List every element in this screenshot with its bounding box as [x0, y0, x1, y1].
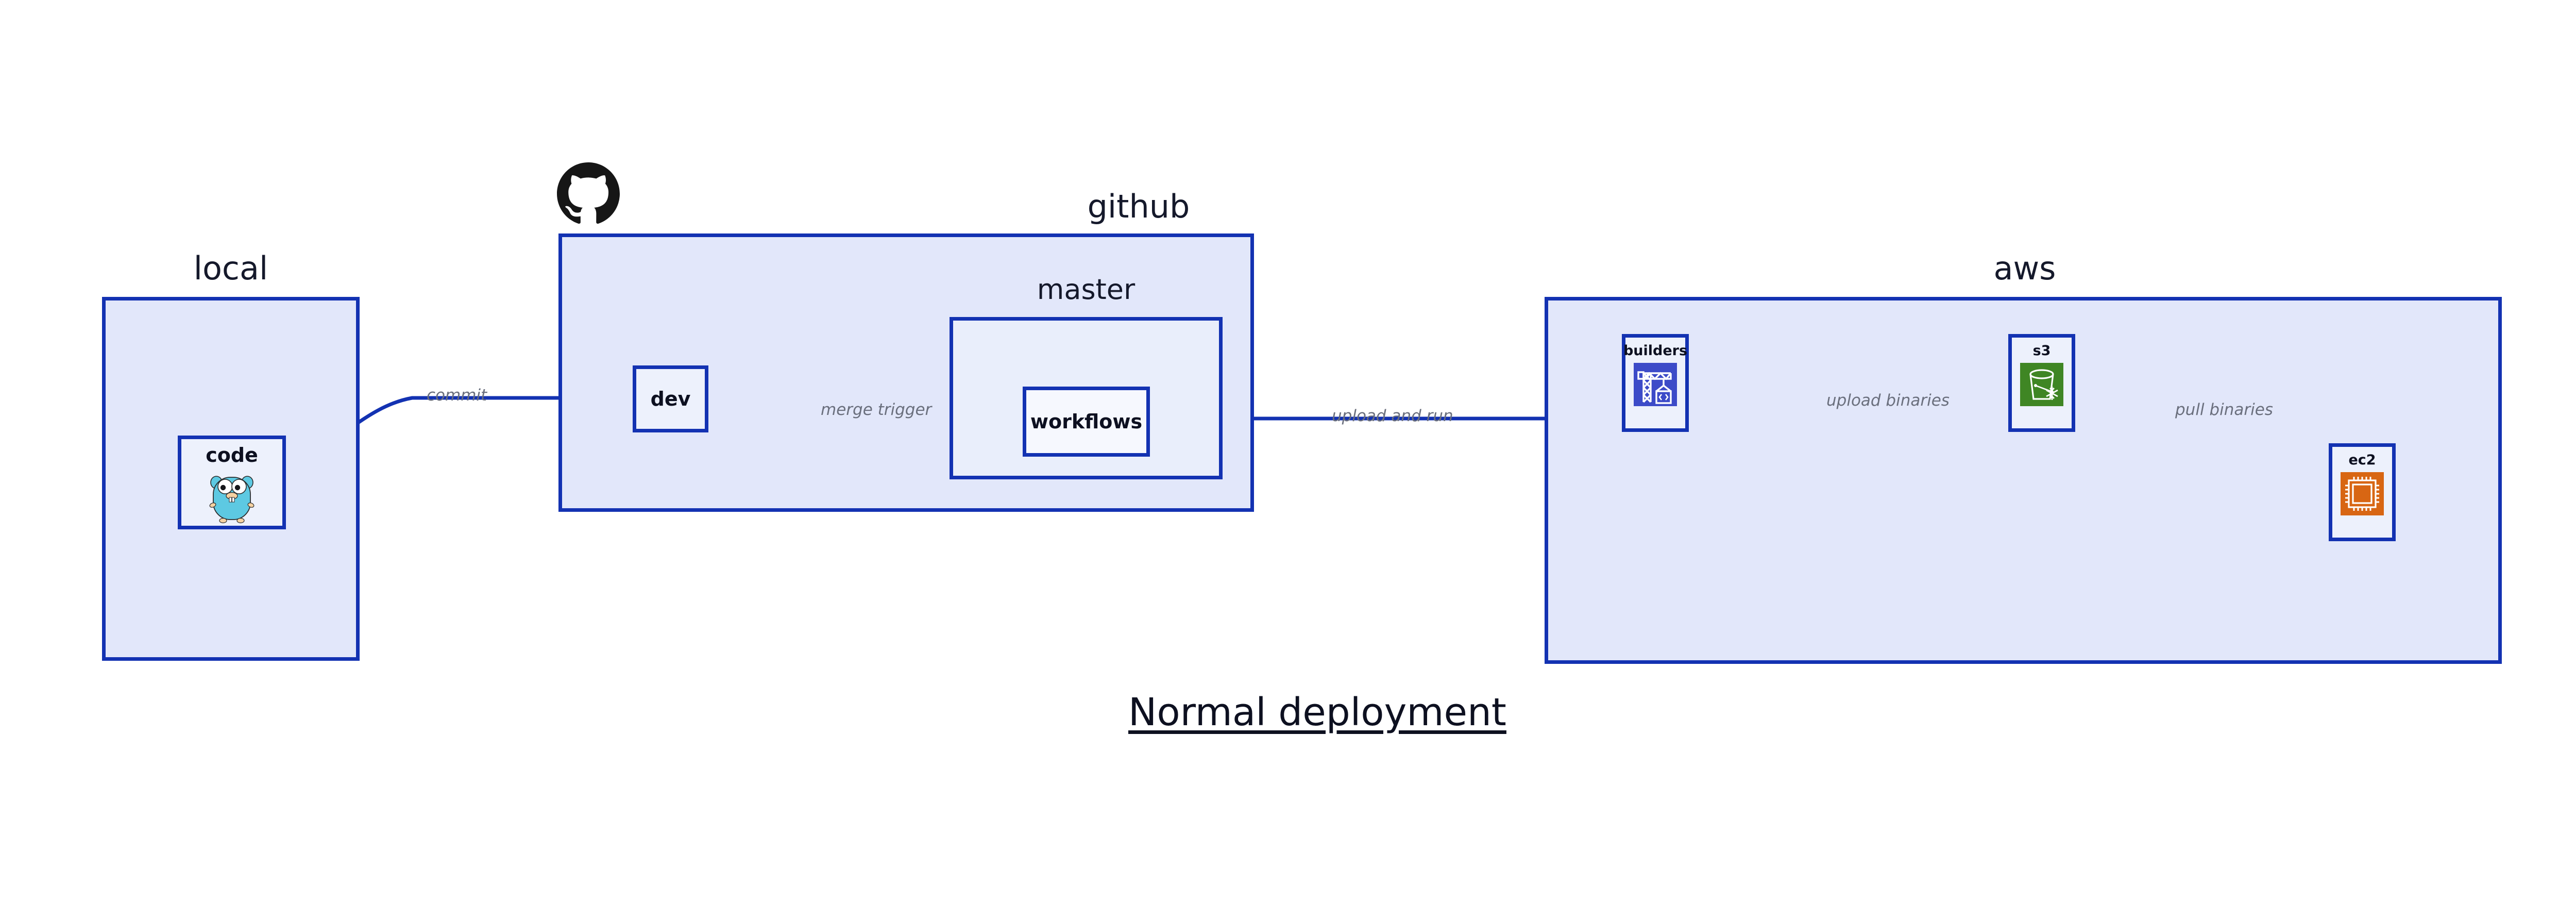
node-code-label: code: [206, 444, 258, 466]
node-builders[interactable]: builders: [1622, 334, 1689, 432]
edge-label-upload-binaries: upload binaries: [1826, 391, 1950, 410]
aws-builders-icon: [1634, 363, 1677, 408]
node-workflows-label: workflows: [1030, 410, 1143, 433]
cluster-aws-label: aws: [1993, 249, 2056, 287]
cluster-github-label: github: [1087, 188, 1190, 225]
aws-ec2-icon: [2341, 472, 2384, 517]
edge-label-pull-binaries: pull binaries: [2175, 400, 2273, 419]
node-builders-label: builders: [1623, 343, 1688, 359]
aws-s3-glacier-icon: [2020, 363, 2063, 408]
node-code[interactable]: code: [178, 436, 286, 529]
edge-label-merge-trigger: merge trigger: [821, 400, 932, 419]
node-dev[interactable]: dev: [633, 365, 708, 432]
edge-label-upload-and-run: upload and run: [1332, 407, 1453, 425]
node-s3-label: s3: [2032, 343, 2051, 359]
node-ec2-label: ec2: [2348, 452, 2376, 468]
go-gopher-icon: [207, 470, 257, 526]
cluster-local-label: local: [193, 249, 268, 287]
node-ec2[interactable]: ec2: [2329, 443, 2396, 541]
github-octocat-icon: [556, 162, 620, 227]
node-dev-label: dev: [650, 388, 691, 410]
diagram-title: Normal deployment: [1128, 690, 1506, 734]
subcluster-master-label: master: [1037, 273, 1136, 306]
edge-label-commit: commit: [427, 386, 487, 405]
node-workflows[interactable]: workflows: [1023, 387, 1150, 457]
node-s3[interactable]: s3: [2008, 334, 2075, 432]
